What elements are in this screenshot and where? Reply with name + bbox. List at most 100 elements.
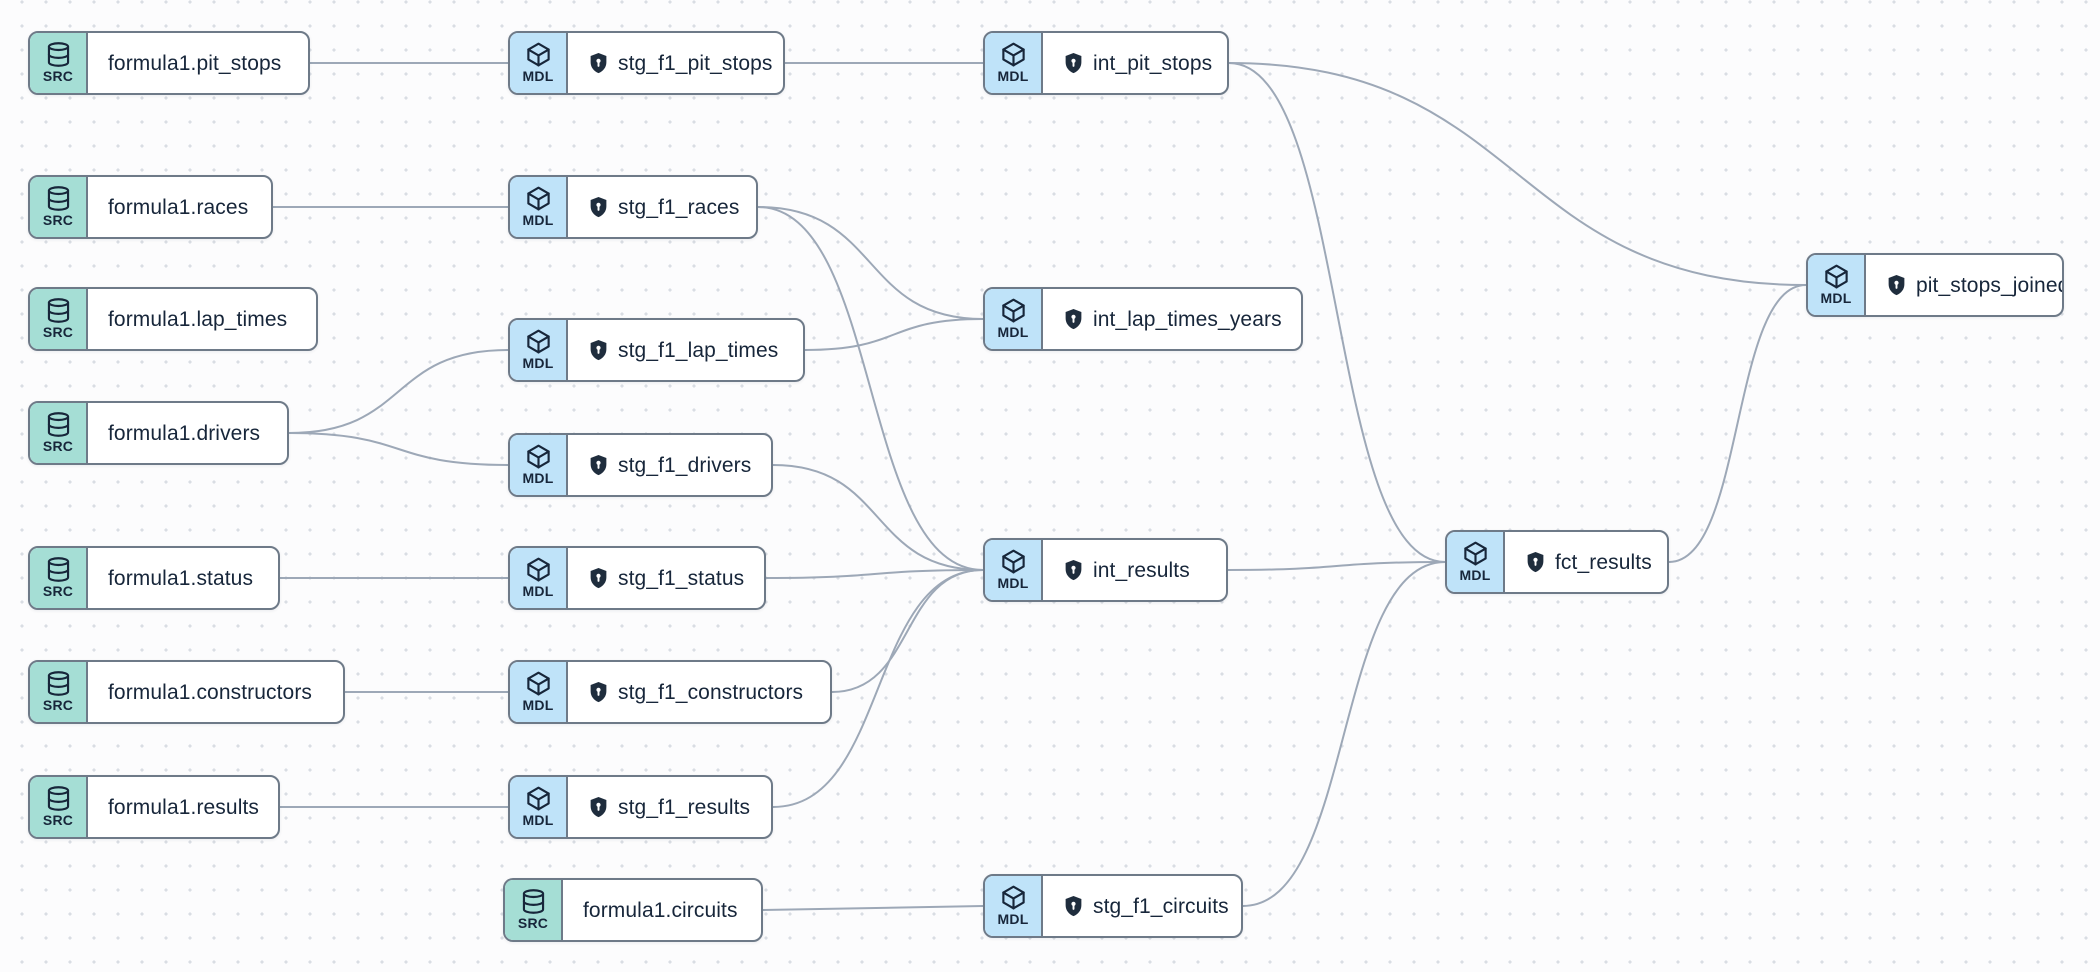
node-formula1.status[interactable]: SRC formula1.status xyxy=(28,546,280,610)
node-stg_f1_pit_stops[interactable]: MDL stg_f1_pit_stops xyxy=(508,31,785,95)
shield-icon xyxy=(588,454,609,477)
database-icon xyxy=(520,888,547,915)
edge-stg_f1_drivers-to-int_results xyxy=(772,464,984,571)
node-type-badge: MDL xyxy=(1808,255,1866,315)
node-type-label: MDL xyxy=(522,812,554,829)
edge-int_pit_stops-to-pit_stops_joined xyxy=(1228,62,1807,286)
node-type-badge: SRC xyxy=(30,33,88,93)
shield-icon xyxy=(1525,551,1546,574)
node-formula1.drivers[interactable]: SRC formula1.drivers xyxy=(28,401,289,465)
edge-formula1.drivers-to-stg_f1_drivers xyxy=(288,432,509,466)
node-type-badge: MDL xyxy=(985,540,1043,600)
node-type-label: MDL xyxy=(522,355,554,372)
node-formula1.races[interactable]: SRC formula1.races xyxy=(28,175,273,239)
node-label: stg_f1_results xyxy=(618,795,751,819)
cube-icon xyxy=(525,785,552,812)
node-type-badge: SRC xyxy=(30,777,88,837)
node-type-badge: MDL xyxy=(510,320,568,380)
database-icon xyxy=(45,785,72,812)
cube-icon xyxy=(525,556,552,583)
node-type-badge: SRC xyxy=(30,177,88,237)
database-icon xyxy=(45,556,72,583)
node-formula1.circuits[interactable]: SRC formula1.circuits xyxy=(503,878,763,942)
node-type-badge: MDL xyxy=(510,435,568,495)
edge-stg_f1_status-to-int_results xyxy=(765,569,984,579)
node-type-label: SRC xyxy=(42,212,74,229)
database-icon xyxy=(45,41,72,68)
cube-icon xyxy=(525,328,552,355)
node-stg_f1_status[interactable]: MDL stg_f1_status xyxy=(508,546,766,610)
node-type-label: MDL xyxy=(522,470,554,487)
node-stg_f1_circuits[interactable]: MDL stg_f1_circuits xyxy=(983,874,1243,938)
node-type-badge: SRC xyxy=(30,403,88,463)
node-type-label: MDL xyxy=(1820,290,1852,307)
node-label: formula1.races xyxy=(108,195,249,219)
node-type-label: MDL xyxy=(522,68,554,85)
database-icon xyxy=(45,297,72,324)
shield-icon xyxy=(1063,308,1084,331)
node-type-badge: SRC xyxy=(30,289,88,349)
node-int_lap_times_years[interactable]: MDL int_lap_times_years xyxy=(983,287,1303,351)
node-label: pit_stops_joined xyxy=(1916,273,2062,297)
node-type-label: MDL xyxy=(1459,567,1491,584)
shield-icon xyxy=(588,52,609,75)
shield-icon xyxy=(1063,52,1084,75)
node-stg_f1_lap_times[interactable]: MDL stg_f1_lap_times xyxy=(508,318,805,382)
node-type-label: MDL xyxy=(997,911,1029,928)
node-pit_stops_joined[interactable]: MDL pit_stops_joined xyxy=(1806,253,2064,317)
cube-icon xyxy=(1000,297,1027,324)
node-type-label: SRC xyxy=(42,68,74,85)
node-label: stg_f1_lap_times xyxy=(618,338,779,362)
shield-icon xyxy=(588,339,609,362)
node-stg_f1_constructors[interactable]: MDL stg_f1_constructors xyxy=(508,660,832,724)
edge-stg_f1_lap_times-to-int_lap_times_years xyxy=(804,318,984,351)
node-type-label: MDL xyxy=(997,575,1029,592)
node-type-label: MDL xyxy=(997,324,1029,341)
node-type-label: SRC xyxy=(42,583,74,600)
node-fct_results[interactable]: MDL fct_results xyxy=(1445,530,1669,594)
node-type-label: SRC xyxy=(42,438,74,455)
shield-icon xyxy=(588,196,609,219)
cube-icon xyxy=(525,670,552,697)
node-stg_f1_races[interactable]: MDL stg_f1_races xyxy=(508,175,758,239)
node-formula1.pit_stops[interactable]: SRC formula1.pit_stops xyxy=(28,31,310,95)
node-label: int_results xyxy=(1093,558,1190,582)
node-type-badge: MDL xyxy=(510,777,568,837)
node-type-label: SRC xyxy=(517,915,549,932)
shield-icon xyxy=(1886,274,1907,297)
node-type-badge: MDL xyxy=(985,33,1043,93)
shield-icon xyxy=(588,796,609,819)
node-formula1.results[interactable]: SRC formula1.results xyxy=(28,775,280,839)
node-type-label: MDL xyxy=(997,68,1029,85)
node-label: stg_f1_races xyxy=(618,195,740,219)
node-formula1.lap_times[interactable]: SRC formula1.lap_times xyxy=(28,287,318,351)
node-type-badge: MDL xyxy=(985,876,1043,936)
node-stg_f1_results[interactable]: MDL stg_f1_results xyxy=(508,775,773,839)
cube-icon xyxy=(1462,540,1489,567)
edge-formula1.circuits-to-stg_f1_circuits xyxy=(762,905,984,911)
node-label: stg_f1_drivers xyxy=(618,453,752,477)
node-type-label: MDL xyxy=(522,583,554,600)
database-icon xyxy=(45,411,72,438)
edge-stg_f1_races-to-int_results xyxy=(757,206,984,571)
shield-icon xyxy=(588,567,609,590)
node-type-label: SRC xyxy=(42,812,74,829)
cube-icon xyxy=(525,41,552,68)
node-type-badge: MDL xyxy=(1447,532,1505,592)
node-label: stg_f1_constructors xyxy=(618,680,804,704)
cube-icon xyxy=(1823,263,1850,290)
node-int_results[interactable]: MDL int_results xyxy=(983,538,1228,602)
node-label: formula1.lap_times xyxy=(108,307,288,331)
node-label: int_pit_stops xyxy=(1093,51,1213,75)
node-label: formula1.status xyxy=(108,566,254,590)
node-type-badge: SRC xyxy=(30,662,88,722)
node-int_pit_stops[interactable]: MDL int_pit_stops xyxy=(983,31,1229,95)
node-type-badge: SRC xyxy=(30,548,88,608)
cube-icon xyxy=(1000,884,1027,911)
node-stg_f1_drivers[interactable]: MDL stg_f1_drivers xyxy=(508,433,773,497)
shield-icon xyxy=(1063,559,1084,582)
node-formula1.constructors[interactable]: SRC formula1.constructors xyxy=(28,660,345,724)
edge-stg_f1_constructors-to-int_results xyxy=(831,569,984,693)
